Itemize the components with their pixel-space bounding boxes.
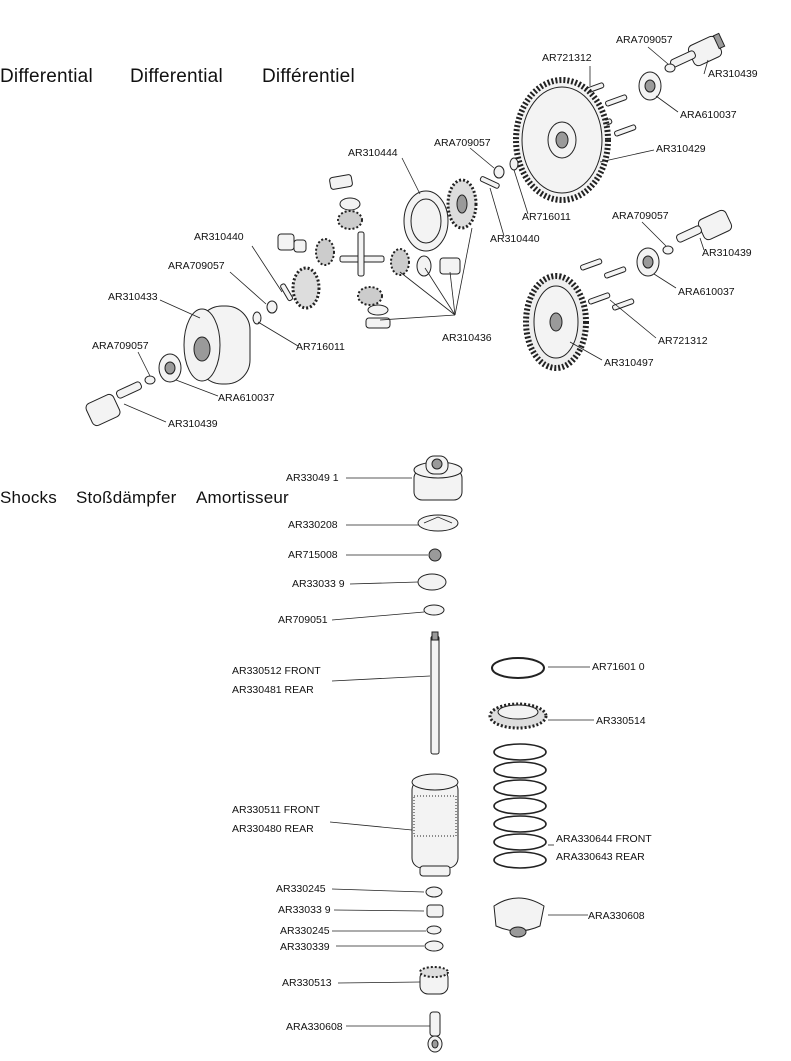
washer-bottom <box>144 375 156 385</box>
part-label: AR33049 1 <box>286 472 339 484</box>
bottom-cap <box>419 966 449 995</box>
pin-left <box>280 283 293 302</box>
heading-german: Differential <box>130 66 223 87</box>
rod-end <box>427 1011 443 1053</box>
part-label: AR33033 9 <box>292 578 345 590</box>
spring-cup <box>493 897 545 938</box>
washer-shock <box>423 604 445 616</box>
part-label: AR330513 <box>282 977 332 989</box>
part-label: AR716011 <box>522 211 571 223</box>
part-label: AR721312 <box>658 335 708 347</box>
part-label: AR709051 <box>278 614 328 626</box>
o-ring-small-1 <box>425 886 443 898</box>
part-label: AR330245 <box>276 883 326 895</box>
heading-english: Differential <box>0 66 93 87</box>
leader-lines-differential <box>123 46 709 423</box>
part-label: AR310433 <box>108 291 158 303</box>
spring-collar <box>488 702 548 730</box>
bearing-top <box>638 71 662 101</box>
shock-assembly <box>329 455 594 1053</box>
washer-mid <box>509 157 519 171</box>
part-label: AR330339 <box>280 941 330 953</box>
part-label: AR330512 FRONT <box>232 665 321 677</box>
part-label: AR310444 <box>348 147 398 159</box>
part-label: AR721312 <box>542 52 592 64</box>
part-label: AR330245 <box>280 925 330 937</box>
part-label: AR310440 <box>194 231 244 243</box>
part-label: AR71601 0 <box>592 661 645 673</box>
diaphragm <box>417 514 459 532</box>
shock-body <box>411 773 459 877</box>
spring <box>493 743 547 869</box>
nut <box>428 548 442 562</box>
part-label: AR310439 <box>708 68 758 80</box>
washer-left <box>266 300 278 314</box>
heading-english: Shocks <box>0 488 57 507</box>
washer-right <box>662 245 674 255</box>
piston <box>417 573 447 591</box>
o-ring <box>491 657 545 679</box>
bearing-right <box>636 247 660 277</box>
outdrive-top <box>670 32 726 68</box>
shock-shaft <box>430 631 440 755</box>
gasket <box>403 190 449 252</box>
part-label: AR715008 <box>288 549 338 561</box>
part-label: ARA330643 REAR <box>556 851 645 863</box>
part-label: AR310436 <box>442 332 492 344</box>
ring-gear-right <box>523 273 589 371</box>
part-label: AR33033 9 <box>278 904 331 916</box>
bevel-gear-left <box>291 266 321 310</box>
part-label: ARA709057 <box>92 340 149 352</box>
heading-french: Amortisseur <box>196 488 289 507</box>
heading-french: Différentiel <box>262 66 355 87</box>
outdrive-right <box>676 209 733 243</box>
spur-gear-top <box>513 77 611 203</box>
part-label: ARA709057 <box>434 137 491 149</box>
part-label: ARA610037 <box>680 109 737 121</box>
bearing-bottom <box>158 353 182 383</box>
washer-mid-2 <box>493 165 505 179</box>
part-label: AR330514 <box>596 715 646 727</box>
part-label: AR716011 <box>296 341 345 353</box>
pin-mid <box>479 176 500 189</box>
bushing <box>424 940 444 952</box>
differential-assembly <box>85 32 733 427</box>
shock-cap <box>413 455 463 501</box>
part-label: AR310497 <box>604 357 654 369</box>
part-label: ARA610037 <box>678 286 735 298</box>
part-label: AR310439 <box>702 247 752 259</box>
part-label: AR330511 FRONT <box>232 804 320 816</box>
part-label: AR310439 <box>168 418 218 430</box>
diff-case <box>183 305 251 385</box>
spider-gears <box>277 174 461 329</box>
part-label: ARA709057 <box>616 34 673 46</box>
leader-lines-shocks <box>329 477 594 1027</box>
part-label: ARA709057 <box>612 210 669 222</box>
part-label: ARA709057 <box>168 260 225 272</box>
part-label: AR330208 <box>288 519 338 531</box>
part-label: ARA610037 <box>218 392 275 404</box>
o-ring-small-2 <box>426 925 442 935</box>
part-label: AR310440 <box>490 233 540 245</box>
part-label: ARA330608 <box>286 1021 343 1033</box>
part-label: AR330481 REAR <box>232 684 314 696</box>
outdrive-bottom <box>85 381 142 427</box>
part-label: ARA330608 <box>588 910 645 922</box>
bevel-gear-right <box>446 178 478 230</box>
heading-german: Stoßdämpfer <box>76 488 177 507</box>
part-label: AR310429 <box>656 143 706 155</box>
spacer <box>426 904 444 918</box>
part-label: AR330480 REAR <box>232 823 314 835</box>
pins-right <box>580 258 635 311</box>
washer-top <box>664 63 676 73</box>
part-label: ARA330644 FRONT <box>556 833 652 845</box>
washer-left-2 <box>252 311 262 325</box>
